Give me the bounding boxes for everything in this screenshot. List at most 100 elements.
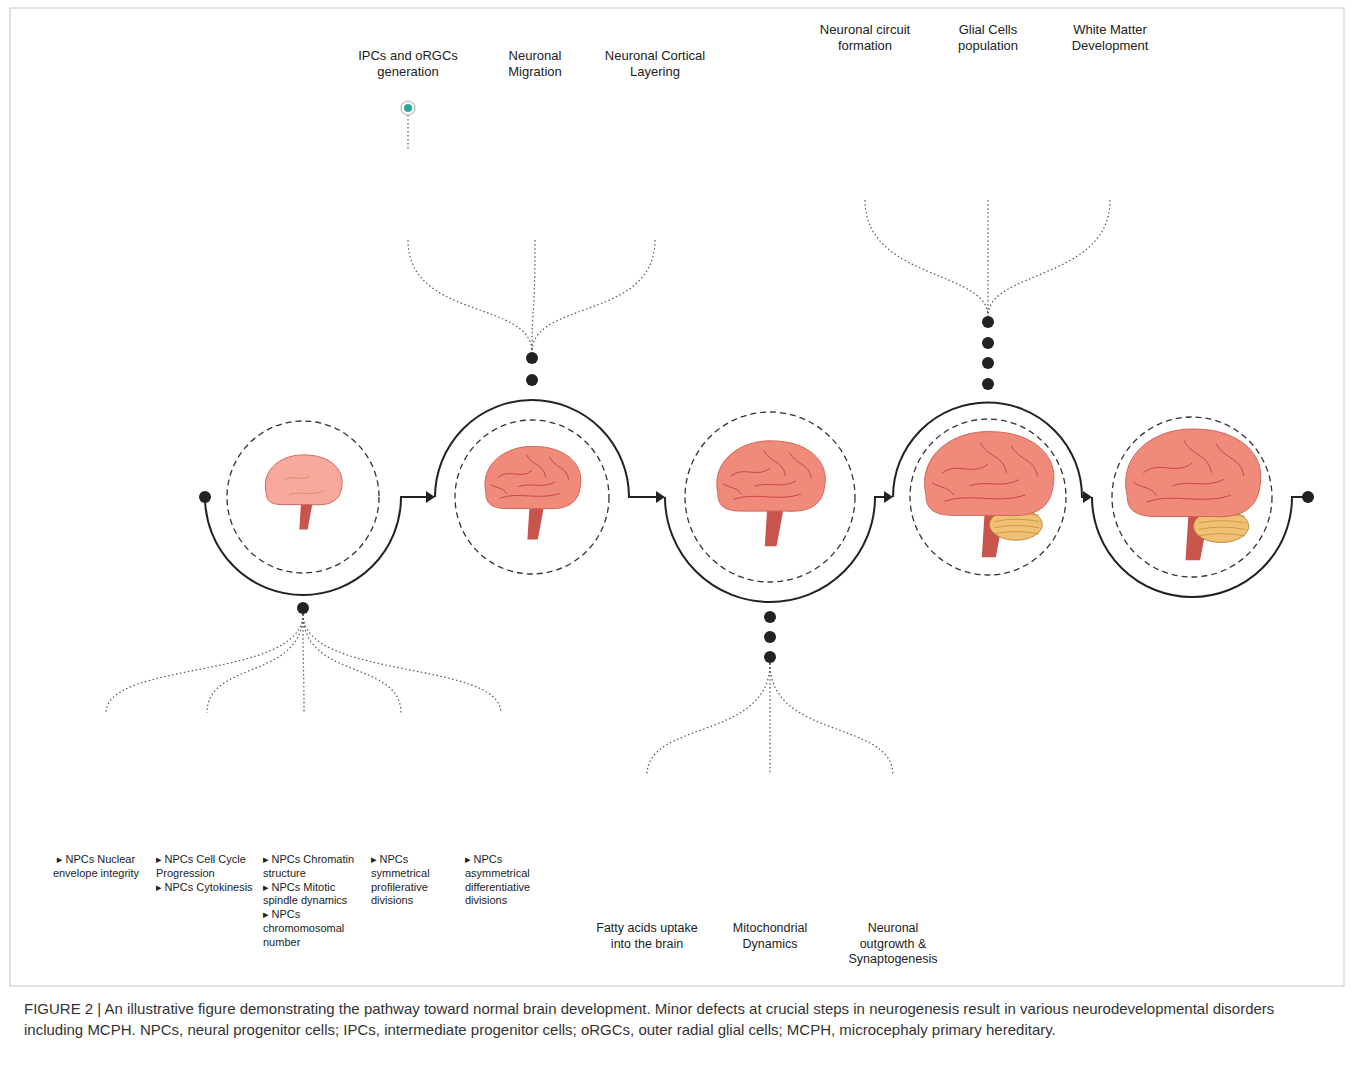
brain-sulcus [790, 453, 812, 479]
dotted-leader [407, 115, 408, 150]
step-text: ▸ NPCs chromomosomal number [263, 908, 363, 949]
brain-sulcus [526, 455, 546, 478]
brain-sulcus [764, 450, 786, 476]
brain-sulcus [1184, 440, 1212, 472]
step-label: Neuronal circuit formation [810, 22, 920, 55]
step-text: Neuronal circuit formation [810, 22, 920, 55]
illustrated-step-node: Neuronal Migration [490, 48, 580, 242]
brain-drawing [717, 441, 826, 546]
timeline-arc [665, 497, 885, 602]
brain-sulcus [1143, 463, 1192, 473]
figure-caption: FIGURE 2 | An illustrative figure demons… [24, 998, 1330, 1040]
stage-dashed-circle [685, 412, 855, 582]
dotted-leader [303, 614, 401, 713]
junction-dot [982, 337, 994, 349]
brain-sulcus [969, 480, 1019, 486]
brain-sulcus [289, 491, 323, 495]
dotted-leader [987, 200, 988, 316]
illustrated-step-node: Mitochondrial Dynamics [715, 773, 825, 952]
step-text: ▸ NPCs Chromatin structure [263, 853, 363, 881]
step-text: Neuronal Cortical Layering [593, 48, 718, 81]
node-circle-ground [363, 150, 453, 240]
illustrated-step-node: Fatty acids uptake into the brain [587, 773, 707, 952]
step-text: Fatty acids uptake into the brain [587, 921, 707, 952]
illustrated-step-node: Neuronal outgrowth & Synaptogenesis [843, 773, 943, 968]
cerebellum-fold [1198, 521, 1245, 523]
timeline-end-dot [1302, 491, 1314, 503]
timeline-arrowhead [884, 491, 893, 503]
figure-frame [10, 8, 1344, 986]
cerebellum-fold [994, 519, 1039, 521]
timeline-arrowhead [656, 491, 665, 503]
dotted-leader [303, 614, 501, 713]
stage-dashed-circle [455, 420, 609, 574]
step-text: Glial Cells population [938, 22, 1038, 55]
cerebellum-fold [994, 532, 1039, 534]
illustrated-step-node: IPCs and oRGCs generation [348, 48, 468, 242]
dotted-leader [408, 240, 532, 352]
brain-sulcus [945, 495, 1026, 501]
timeline-arc [205, 497, 427, 595]
step-label: IPCs and oRGCs generation [348, 48, 468, 81]
leader-lines [106, 200, 1110, 775]
dotted-leader [532, 240, 655, 352]
cerebellum-fold [1198, 527, 1245, 529]
step-text: ▸ NPCs Cytokinesis [156, 881, 260, 895]
step-label: Glial Cells population [938, 22, 1038, 55]
step-text: ▸ NPCs Cell Cycle Progression [156, 853, 260, 881]
brain-sulcus [1147, 495, 1231, 501]
brain-sulcus [498, 471, 533, 478]
step-text: Mitochondrial Dynamics [715, 921, 825, 952]
step-text: Neuronal outgrowth & Synaptogenesis [843, 921, 943, 968]
brain-sulcus [942, 464, 989, 473]
brain-sulcus [1011, 446, 1037, 477]
brain-drawing [485, 446, 581, 539]
dotted-leader [303, 614, 304, 713]
illustrated-step-node: ▸ NPCs Chromatin structure▸ NPCs Mitotic… [263, 711, 363, 949]
brain-sulcus [1216, 444, 1244, 476]
timeline [199, 400, 1314, 602]
junction-dot [526, 352, 538, 364]
junction-dot [982, 357, 994, 369]
step-text: ▸ NPCs symmetrical profilerative divisio… [371, 853, 449, 908]
step-label: Neuronal Cortical Layering [593, 48, 718, 81]
stage-dashed-circle [910, 419, 1066, 575]
cerebrum [485, 446, 581, 508]
brain-drawing [1126, 429, 1261, 560]
illustrated-step-node: Neuronal Cortical Layering [593, 48, 718, 242]
timeline-arrowhead [426, 491, 435, 503]
brain-sulcus [549, 457, 569, 480]
junction-dot [764, 611, 776, 623]
brain-sulcus [1134, 483, 1157, 496]
brain-sulcus [754, 481, 796, 486]
brain-sulcus [285, 476, 311, 480]
dotted-leader [769, 663, 770, 775]
step-text: ▸ NPCs Nuclear envelope integrity [44, 853, 148, 881]
illustrated-step-node: ▸ NPCs symmetrical profilerative divisio… [371, 711, 449, 908]
junction-dot [982, 316, 994, 328]
step-label: ▸ NPCs Nuclear envelope integrity [44, 853, 148, 881]
brain-sulcus [500, 494, 560, 499]
junction-dot [526, 374, 538, 386]
timeline-arrowhead [1083, 491, 1092, 503]
step-label: ▸ NPCs Chromatin structure▸ NPCs Mitotic… [263, 853, 363, 949]
step-label: ▸ NPCs Cell Cycle Progression▸ NPCs Cyto… [156, 853, 260, 894]
cerebrum [717, 441, 826, 511]
brain-sulcus [980, 443, 1006, 474]
stage-dashed-circle [227, 421, 379, 573]
node-circles [363, 101, 453, 240]
marker-dot [404, 104, 412, 112]
cerebrum [925, 432, 1054, 516]
illustrated-step-node: Neuronal circuit formation [810, 22, 920, 202]
cerebrum [1126, 429, 1261, 517]
marker-ring [401, 101, 415, 115]
dotted-leader [532, 240, 535, 352]
cerebellum-fold [994, 525, 1039, 527]
dotted-leader [865, 200, 988, 316]
illustrated-step-node: White Matter Development [1060, 22, 1160, 202]
step-text: White Matter Development [1060, 22, 1160, 55]
step-label: Neuronal outgrowth & Synaptogenesis [843, 921, 943, 968]
brain-drawing [265, 455, 342, 530]
step-label: Fatty acids uptake into the brain [587, 921, 707, 952]
